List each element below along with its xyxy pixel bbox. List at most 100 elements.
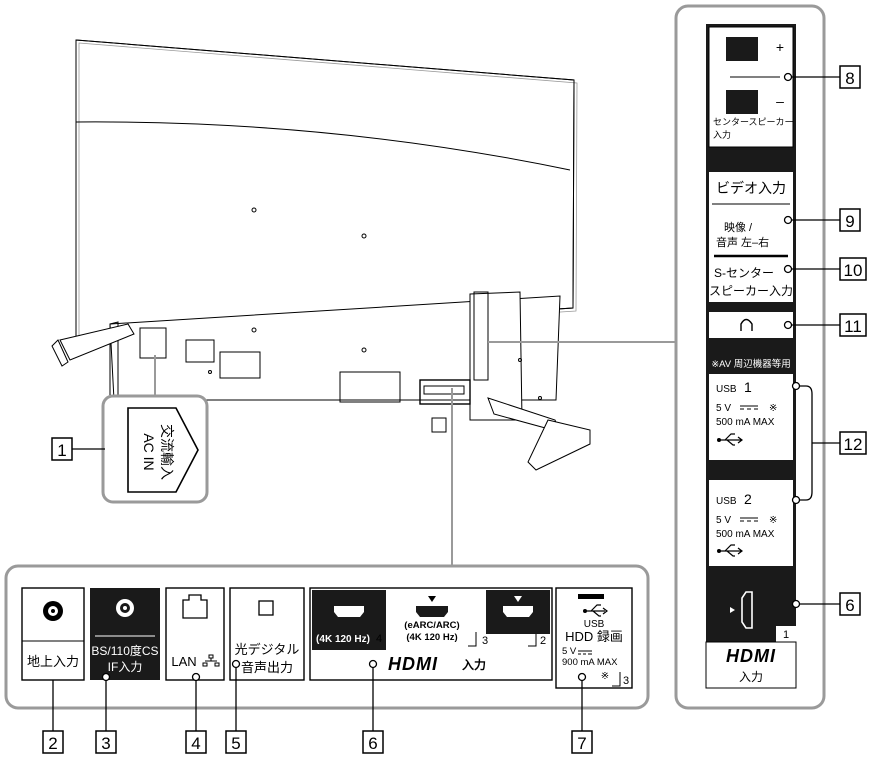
video-input-section: ビデオ入力 映像 / 音声 左–右 S-センター スピーカー入力 bbox=[709, 172, 793, 302]
terrestrial-input-label: 地上入力 bbox=[27, 654, 79, 669]
port-usb2: USB 2 5 V ※ 500 mA MAX bbox=[709, 480, 793, 566]
callout-7: 7 bbox=[571, 730, 593, 754]
callout-6-side: 6 bbox=[839, 592, 861, 616]
plus-sign: + bbox=[776, 39, 784, 55]
svg-text:11: 11 bbox=[844, 317, 862, 336]
svg-text:9: 9 bbox=[845, 212, 854, 231]
port-usb3: USB HDD 録画 5 V 900 mA MAX ※ 3 bbox=[555, 587, 633, 689]
hdmi1-input-label: 入力 bbox=[739, 670, 763, 684]
satellite-input-label-line1: BS/110度CS bbox=[91, 643, 158, 658]
usb3-spec-line2: 900 mA MAX bbox=[562, 657, 618, 668]
hdmi2-socket-icon bbox=[503, 606, 533, 617]
svg-text:4: 4 bbox=[191, 734, 200, 753]
svg-text:10: 10 bbox=[844, 261, 863, 280]
hdmi4-number: 4 bbox=[376, 633, 382, 645]
lan-socket-icon bbox=[182, 594, 208, 619]
callout-3: 3 bbox=[95, 730, 117, 754]
usb2-icon bbox=[719, 544, 743, 557]
minus-sign: – bbox=[776, 93, 784, 109]
svg-text:7: 7 bbox=[577, 734, 586, 753]
port-usb1: USB 1 5 V ※ 500 mA MAX bbox=[709, 374, 793, 460]
ac-in-label-shape bbox=[127, 407, 199, 493]
lan-label: LAN bbox=[171, 654, 196, 669]
usb1-number: 1 bbox=[744, 379, 752, 395]
s-center-label-line1: S-センター bbox=[714, 266, 774, 280]
video-label-line2: 音声 左–右 bbox=[716, 235, 769, 249]
callout-11: 11 bbox=[839, 313, 867, 337]
callout-10: 10 bbox=[839, 257, 867, 281]
hdmi2-number: 2 bbox=[540, 635, 546, 647]
hdmi-group: (4K 120 Hz) 4 (eARC/ARC) (4K 120 Hz) 3 2… bbox=[309, 587, 553, 681]
hdmi3-arrow-icon bbox=[428, 596, 436, 602]
hdmi3-spec-line2: (4K 120 Hz) bbox=[406, 632, 457, 643]
port-terrestrial: 地上入力 bbox=[21, 587, 85, 681]
callout-2: 2 bbox=[42, 730, 64, 754]
usb1-spec-line1: 5 V bbox=[716, 403, 731, 414]
svg-text:3: 3 bbox=[101, 734, 110, 753]
usb3-note-mark: ※ bbox=[601, 671, 609, 682]
hdmi4-socket-icon bbox=[334, 606, 364, 617]
svg-text:5: 5 bbox=[231, 734, 240, 753]
video-label-line1: 映像 / bbox=[724, 221, 753, 234]
usb3-spec-line1: 5 V bbox=[562, 646, 577, 657]
usb1-note-mark: ※ bbox=[769, 403, 777, 414]
svg-text:6: 6 bbox=[368, 734, 377, 753]
optical-socket-icon bbox=[258, 600, 274, 616]
optical-label-line2: 音声出力 bbox=[241, 660, 293, 675]
usb1-icon bbox=[719, 433, 743, 446]
usb2-title: USB bbox=[716, 496, 737, 507]
usb2-spec-line2: 500 mA MAX bbox=[716, 529, 775, 540]
usb1-title: USB bbox=[716, 384, 737, 395]
hdmi1-number: 1 bbox=[783, 629, 789, 641]
hdmi3-socket-icon bbox=[416, 606, 448, 617]
svg-text:1: 1 bbox=[57, 441, 66, 460]
hdmi-logo: HDMI bbox=[388, 654, 438, 674]
av-note: ※AV 周辺機器等用 bbox=[711, 358, 791, 370]
port-satellite: BS/110度CS IF入力 bbox=[90, 588, 160, 680]
callout-12: 12 bbox=[839, 431, 867, 455]
hdmi4-spec: (4K 120 Hz) bbox=[316, 634, 370, 645]
svg-text:6: 6 bbox=[845, 596, 854, 615]
usb3-number: 3 bbox=[623, 675, 629, 687]
callout-4: 4 bbox=[185, 730, 207, 754]
port-hdmi1: 1 HDMI 入力 bbox=[705, 591, 797, 689]
ac-in-label-line1: AC IN bbox=[141, 433, 157, 470]
hdmi2-arrow-icon bbox=[514, 596, 522, 602]
s-center-label-line2: スピーカー入力 bbox=[709, 284, 793, 298]
callout-8: 8 bbox=[839, 65, 861, 89]
headphone-icon bbox=[740, 318, 753, 331]
usb3-label: HDD 録画 bbox=[565, 629, 623, 644]
hdmi1-logo: HDMI bbox=[726, 646, 776, 666]
tv-back-illustration bbox=[51, 39, 591, 471]
usb3-title: USB bbox=[584, 619, 605, 630]
headphone-jack bbox=[709, 312, 793, 338]
hdmi3-spec-line1: (eARC/ARC) bbox=[404, 620, 459, 631]
callout-6-bottom: 6 bbox=[362, 730, 384, 754]
callout-5: 5 bbox=[225, 730, 247, 754]
svg-text:12: 12 bbox=[844, 435, 863, 454]
ac-in-callout: AC IN 交流輸入 bbox=[70, 355, 209, 504]
center-speaker-label-line2: 入力 bbox=[713, 129, 731, 140]
svg-text:8: 8 bbox=[845, 69, 854, 88]
center-speaker-label-line1: センタースピーカー bbox=[713, 117, 794, 127]
video-input-title: ビデオ入力 bbox=[716, 180, 786, 196]
center-speaker-terminal: + – センタースピーカー 入力 bbox=[708, 26, 794, 148]
usb2-number: 2 bbox=[744, 491, 752, 507]
hdmi3-number: 3 bbox=[482, 635, 488, 647]
hdmi1-socket-icon bbox=[741, 591, 753, 629]
ac-in-label-line2: 交流輸入 bbox=[159, 424, 175, 480]
satellite-input-label-line2: IF入力 bbox=[108, 660, 143, 674]
usb2-spec-line1: 5 V bbox=[716, 515, 731, 526]
usb1-spec-line2: 500 mA MAX bbox=[716, 417, 775, 428]
port-lan: LAN bbox=[165, 587, 225, 681]
network-icon bbox=[202, 654, 220, 667]
callout-boxes: 1 2 3 4 5 6 7 8 bbox=[42, 65, 867, 754]
svg-text:2: 2 bbox=[48, 734, 57, 753]
usb3-icon bbox=[585, 604, 608, 617]
usb2-note-mark: ※ bbox=[769, 515, 777, 526]
hdmi-input-label: 入力 bbox=[462, 657, 486, 672]
port-optical: 光デジタル 音声出力 bbox=[229, 587, 305, 681]
hdmi1-arrow-icon bbox=[730, 607, 735, 613]
optical-label-line1: 光デジタル bbox=[235, 642, 300, 657]
